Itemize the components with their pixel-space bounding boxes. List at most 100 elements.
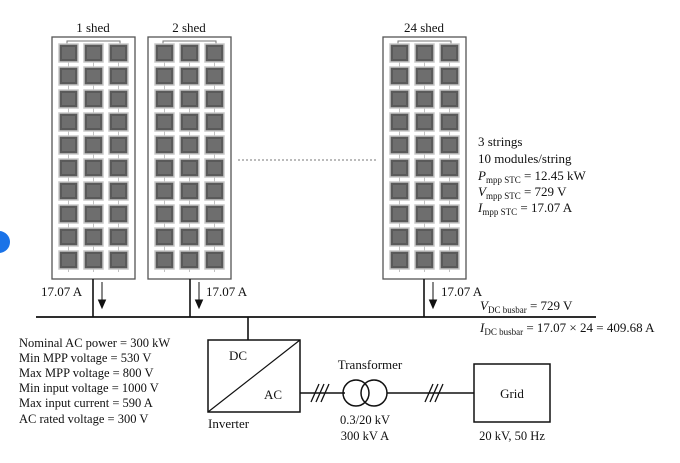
pv-module-cell <box>62 162 75 174</box>
inverter-specs: Nominal AC power = 300 kW Min MPP voltag… <box>19 336 170 426</box>
pv-module-cell <box>87 47 100 59</box>
pv-module-cell <box>183 162 196 174</box>
pv-module-cell <box>418 231 431 243</box>
feeders <box>92 279 425 317</box>
vbus-text: VDC busbar = 729 V <box>480 298 573 315</box>
pv-module-cell <box>393 254 406 266</box>
pv-module-cell <box>208 162 221 174</box>
shed1-current: 17.07 A <box>41 284 83 299</box>
pv-module-cell <box>112 47 125 59</box>
pv-module-cell <box>183 70 196 82</box>
pv-module-cell <box>183 185 196 197</box>
pv-module-cell <box>87 116 100 128</box>
three-phase-marker-1 <box>310 383 330 403</box>
pmpp-text: Pmpp STC = 12.45 kW <box>477 168 587 185</box>
pv-module-cell <box>183 231 196 243</box>
pv-module-cell <box>443 139 456 151</box>
pv-module-cell <box>208 93 221 105</box>
impp-text: Impp STC = 17.07 A <box>477 200 573 217</box>
pv-module-cell <box>443 254 456 266</box>
grid-spec: 20 kV, 50 Hz <box>479 429 545 443</box>
pv-module-cell <box>443 116 456 128</box>
strings-text: 3 strings <box>478 134 522 149</box>
pv-module-cell <box>158 93 171 105</box>
pv-module-cell <box>393 70 406 82</box>
pv-module-cell <box>418 93 431 105</box>
string-bracket <box>162 40 217 44</box>
pv-module-cell <box>443 162 456 174</box>
pv-module-cell <box>62 231 75 243</box>
pv-module-cell <box>112 185 125 197</box>
pv-module-cell <box>62 70 75 82</box>
pv-module-cell <box>112 162 125 174</box>
inverter-box: DC AC <box>207 339 301 413</box>
pv-module-cell <box>87 231 100 243</box>
array-info: 3 strings 10 modules/string Pmpp STC = 1… <box>477 134 587 217</box>
spec-line: Max input current = 590 A <box>19 396 153 410</box>
pv-module-cell <box>112 70 125 82</box>
pv-module-cell <box>183 116 196 128</box>
pv-module-cell <box>158 139 171 151</box>
shed-2 <box>147 36 232 280</box>
pv-module-cell <box>208 185 221 197</box>
inverter-dc-label: DC <box>229 348 247 363</box>
pv-module-cell <box>443 70 456 82</box>
pv-module-cell <box>418 254 431 266</box>
spec-line: Nominal AC power = 300 kW <box>19 336 170 350</box>
spec-line: Min input voltage = 1000 V <box>19 381 159 395</box>
pv-module-cell <box>208 231 221 243</box>
pv-module-cell <box>418 185 431 197</box>
pv-module-cell <box>418 70 431 82</box>
shed-24 <box>382 36 467 280</box>
pv-module-cell <box>208 208 221 220</box>
grid-label: Grid <box>500 386 524 401</box>
pv-module-cell <box>112 93 125 105</box>
pv-module-cell <box>393 185 406 197</box>
pv-module-cell <box>158 162 171 174</box>
transformer-ratio: 0.3/20 kV <box>340 413 390 427</box>
grid-box <box>473 363 551 423</box>
transformer-label: Transformer <box>338 357 403 372</box>
pv-module-cell <box>87 162 100 174</box>
pv-module-cell <box>418 139 431 151</box>
pv-module-cell <box>158 208 171 220</box>
spec-line: Min MPP voltage = 530 V <box>19 351 151 365</box>
ibus-text: IDC busbar = 17.07 × 24 = 409.68 A <box>479 320 655 337</box>
pv-module-cell <box>393 93 406 105</box>
pv-module-cell <box>208 139 221 151</box>
pv-module-cell <box>62 116 75 128</box>
pv-module-cell <box>418 116 431 128</box>
spec-line: AC rated voltage = 300 V <box>19 412 148 426</box>
pv-module-cell <box>158 185 171 197</box>
pv-module-cell <box>183 254 196 266</box>
pv-module-cell <box>443 231 456 243</box>
pv-module-cell <box>62 185 75 197</box>
pv-module-cell <box>112 116 125 128</box>
pv-module-cell <box>158 231 171 243</box>
pv-module-cell <box>112 254 125 266</box>
pv-module-cell <box>183 139 196 151</box>
pv-module-cell <box>393 116 406 128</box>
pv-module-cell <box>87 93 100 105</box>
edge-badge <box>0 231 10 253</box>
inverter-ac-label: AC <box>264 387 282 402</box>
pv-module-cell <box>112 139 125 151</box>
pv-module-cell <box>112 208 125 220</box>
pv-module-cell <box>208 47 221 59</box>
shed-1 <box>51 36 136 280</box>
pv-module-cell <box>87 185 100 197</box>
pv-module-cell <box>393 208 406 220</box>
shed2-current: 17.07 A <box>206 284 248 299</box>
pv-module-cell <box>393 231 406 243</box>
pv-module-cell <box>443 93 456 105</box>
vmpp-text: Vmpp STC = 729 V <box>478 184 567 201</box>
pv-module-cell <box>393 139 406 151</box>
spec-line: Max MPP voltage = 800 V <box>19 366 154 380</box>
pv-module-cell <box>87 254 100 266</box>
three-phase-marker-2 <box>424 383 444 403</box>
pv-module-cell <box>183 47 196 59</box>
pv-module-cell <box>208 254 221 266</box>
pv-module-cell <box>393 162 406 174</box>
shed-label-24: 24 shed <box>404 20 445 35</box>
